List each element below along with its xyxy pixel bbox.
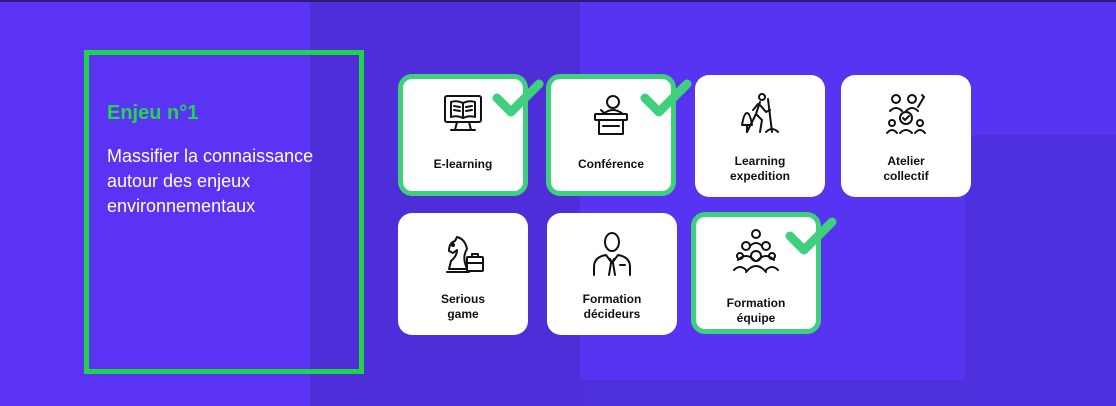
computer-book-icon	[444, 95, 482, 131]
option-card-elearning[interactable]: E-learning	[398, 74, 528, 196]
checkmark-icon	[492, 79, 544, 117]
top-border	[0, 0, 1116, 2]
background-panel-accent	[965, 135, 1116, 406]
background-panel-left	[0, 0, 310, 406]
businessman-icon	[593, 232, 631, 276]
enjeu-title: Enjeu n°1	[107, 102, 199, 124]
option-label: E-learning	[433, 157, 493, 171]
option-label: Conférence	[577, 157, 645, 171]
background-panel-middle	[310, 0, 580, 406]
enjeu-description: Massifier la connaissance autour des enj…	[107, 146, 314, 216]
checkmark-icon	[785, 217, 837, 255]
group-workshop-icon	[886, 94, 926, 134]
team-icon	[733, 229, 779, 273]
option-card-conference[interactable]: Conférence	[546, 74, 676, 196]
enjeu-box: Enjeu n°1 Massifier la connaissance auto…	[84, 50, 364, 374]
hiker-icon	[741, 93, 779, 133]
checkmark-icon	[640, 79, 692, 117]
speaker-podium-icon	[594, 95, 628, 135]
chess-knight-icon	[446, 236, 484, 273]
background-panel-bottom	[580, 380, 965, 406]
